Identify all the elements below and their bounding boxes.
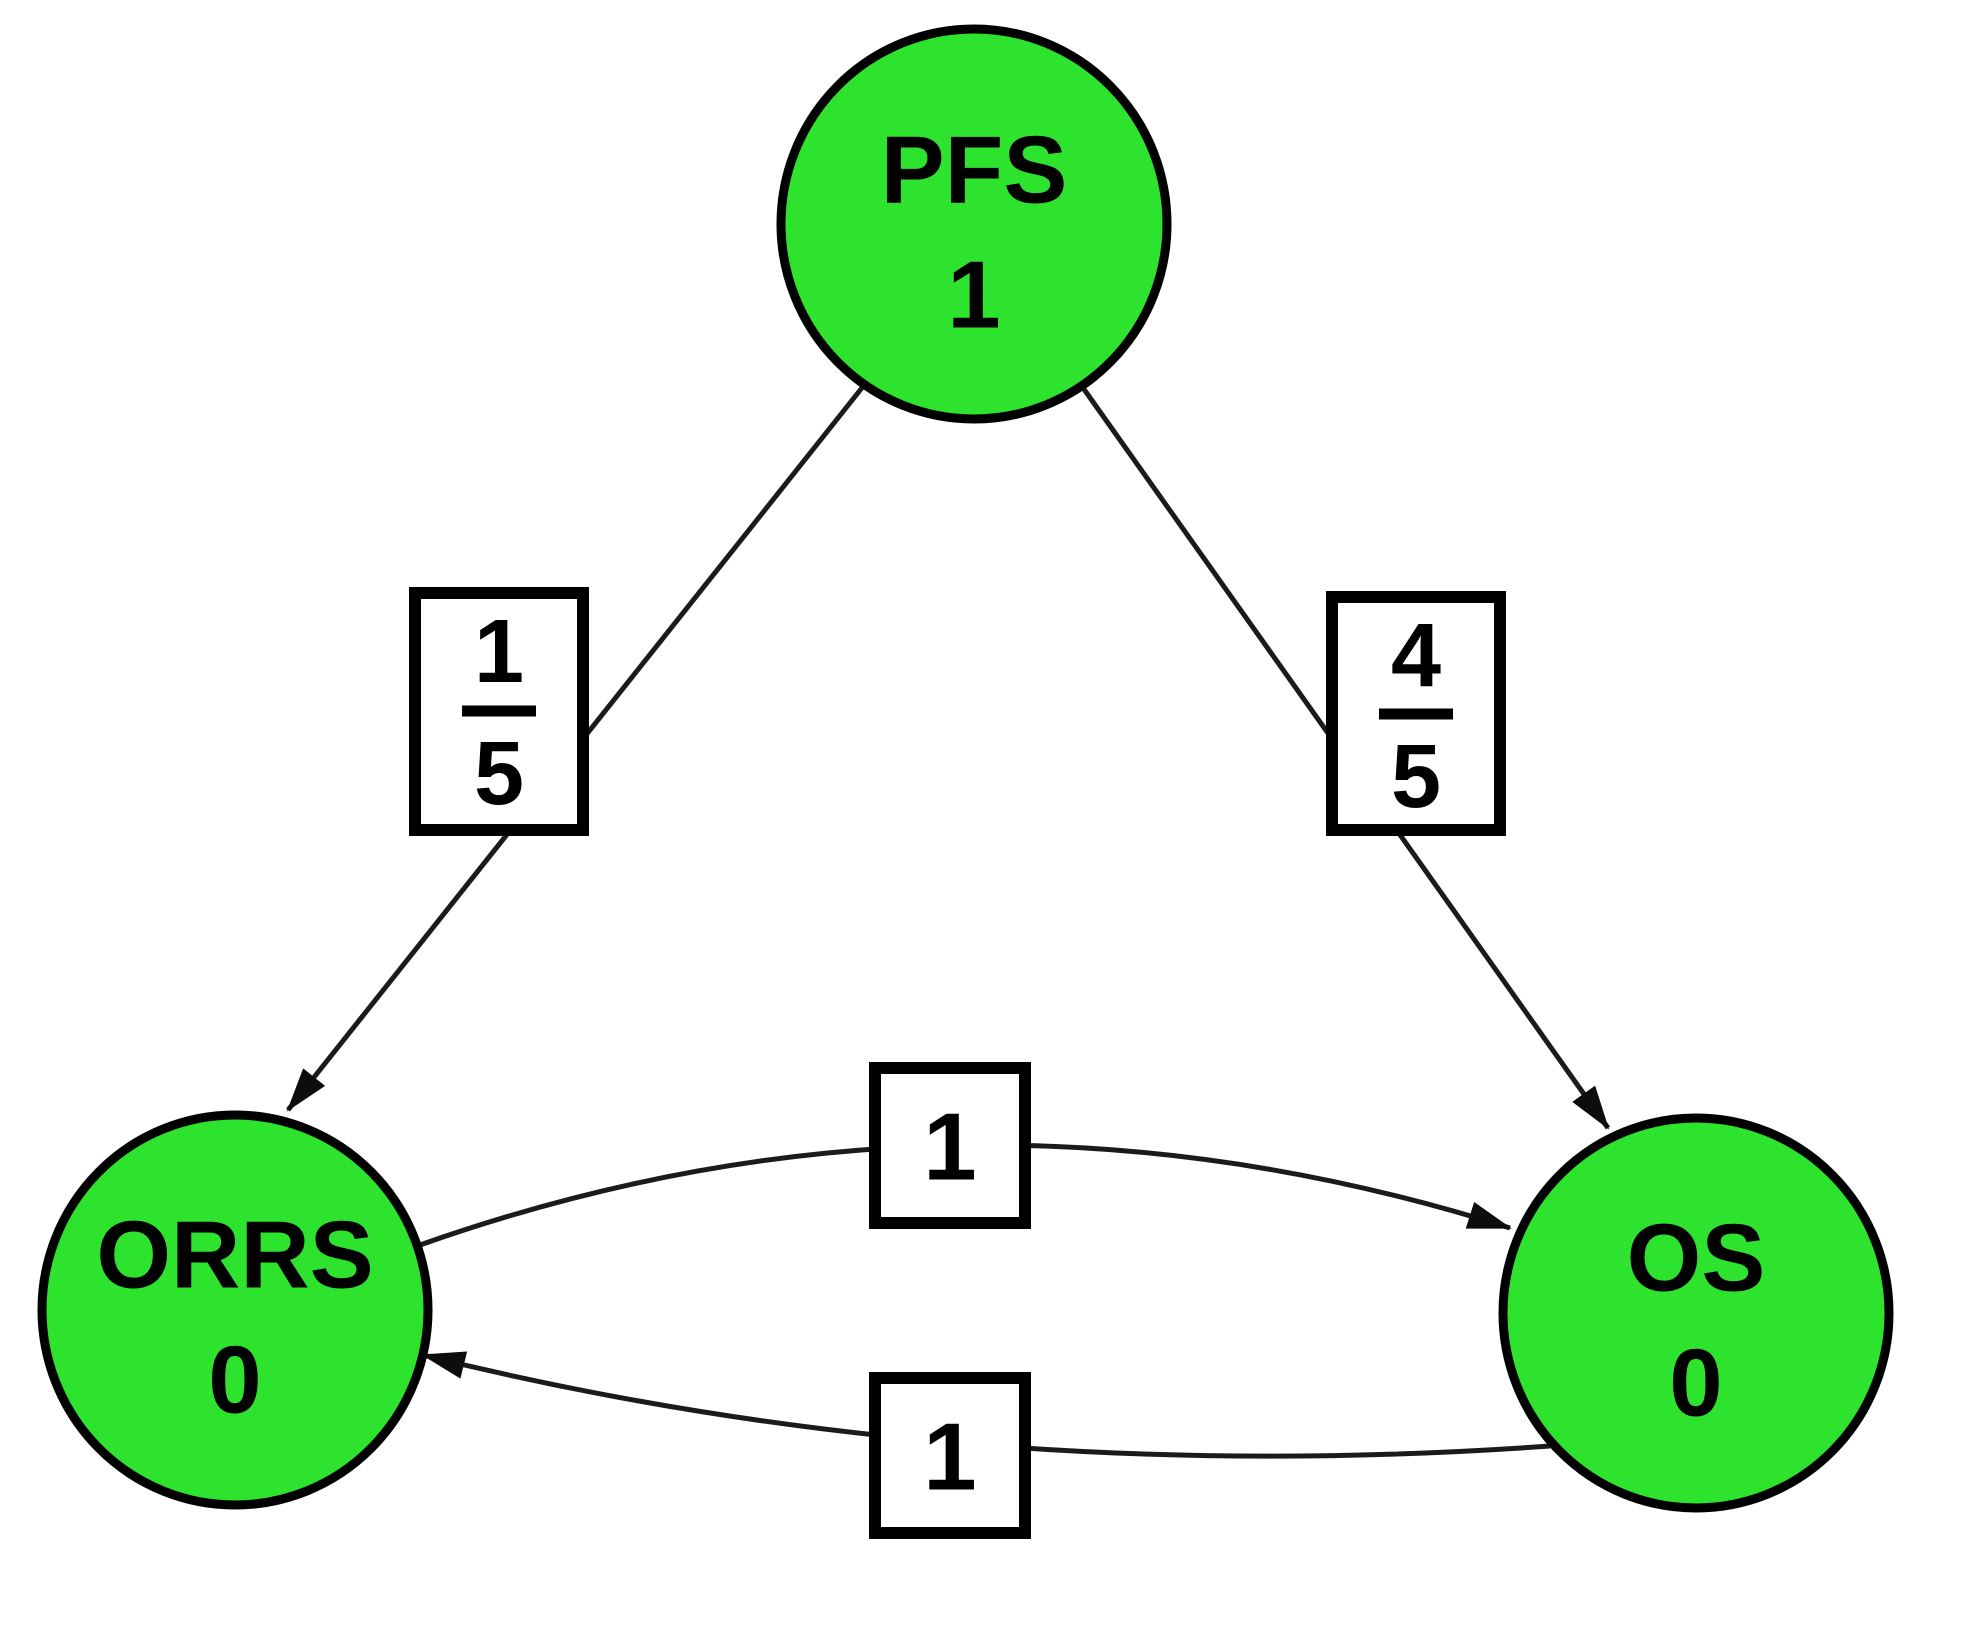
node-pfs-circle (776, 24, 1172, 424)
fraction-denominator: 5 (1391, 727, 1441, 827)
node-os-circle (1498, 1113, 1894, 1513)
probability-box (869, 1372, 1031, 1539)
node-orrs-value: 0 (208, 1327, 261, 1434)
edge-label-pfs-to-orrs: 1 5 (409, 587, 589, 836)
fraction-denominator: 5 (474, 724, 524, 824)
node-pfs-value: 1 (947, 242, 1000, 349)
edge-label-orrs-to-os: 1 (869, 1062, 1031, 1229)
fraction-box (1326, 591, 1506, 836)
fraction-numerator: 4 (1391, 606, 1441, 706)
edge-label-pfs-to-os: 4 5 (1326, 591, 1506, 836)
node-orrs-name: ORRS (96, 1202, 373, 1309)
node-os-value: 0 (1669, 1330, 1722, 1437)
node-os: OS 0 (1498, 1113, 1894, 1513)
probability-value: 1 (923, 1404, 976, 1511)
probability-value: 1 (923, 1094, 976, 1201)
probability-box (869, 1062, 1031, 1229)
fraction-numerator: 1 (474, 602, 524, 702)
edge-label-os-to-orrs: 1 (869, 1372, 1031, 1539)
node-orrs: ORRS 0 (37, 1110, 433, 1510)
node-pfs: PFS 1 (776, 24, 1172, 424)
node-orrs-circle (37, 1110, 433, 1510)
node-os-name: OS (1627, 1205, 1766, 1312)
node-pfs-name: PFS (881, 117, 1068, 224)
edges (286, 382, 1611, 1459)
